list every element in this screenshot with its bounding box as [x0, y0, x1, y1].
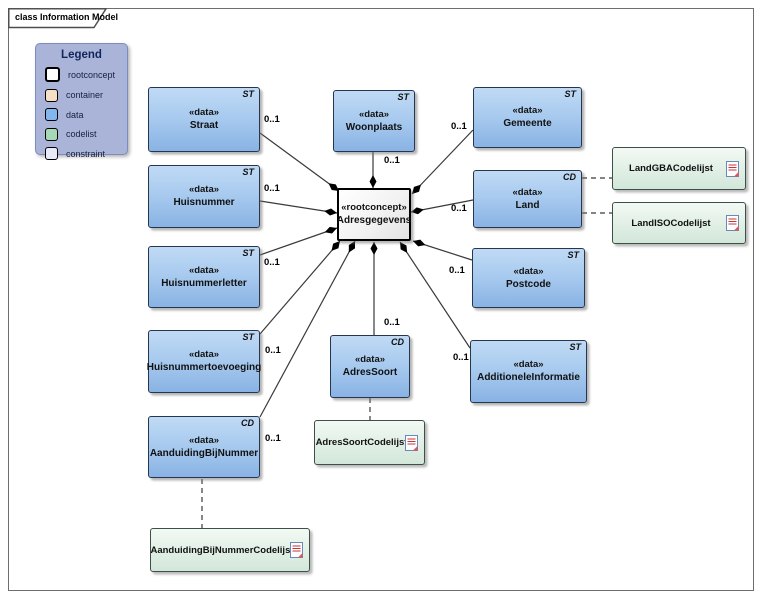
type-tag: CD	[563, 172, 576, 182]
diagram-frame	[8, 8, 754, 591]
node-name: Huisnummertoevoeging	[146, 362, 262, 373]
node-adressoort[interactable]: CD «data» AdresSoort	[330, 335, 410, 398]
node-landgbacodelijst[interactable]: LandGBACodelijst	[612, 147, 746, 190]
stereotype: «data»	[188, 349, 220, 360]
node-aanduidingbijnummercodelijst[interactable]: AanduidingBijNummerCodelijst	[150, 528, 310, 572]
node-name: AdresSoort	[342, 367, 398, 378]
stereotype: «data»	[188, 184, 220, 195]
legend-title: Legend	[61, 49, 102, 61]
rootconcept-swatch	[45, 67, 60, 82]
connector-huisnummertoevoeging	[259, 240, 341, 335]
legend-item-codelist: codelist	[45, 127, 127, 141]
data-swatch	[45, 108, 58, 121]
stereotype: «rootconcept»	[341, 202, 407, 213]
stereotype: «data»	[513, 359, 544, 370]
container-swatch	[45, 88, 58, 102]
node-additioneleinformatie[interactable]: ST «data» AdditioneleInformatie	[470, 340, 587, 403]
legend-item-constraint: constraint	[45, 147, 127, 160]
legend-label: data	[66, 109, 84, 120]
node-name: Straat	[189, 120, 219, 131]
type-tag: ST	[242, 89, 254, 99]
node-postcode[interactable]: ST «data» Postcode	[472, 248, 585, 308]
connector-aanduidingbijnummer	[259, 240, 356, 418]
type-tag: ST	[564, 89, 576, 99]
stereotype: «data»	[188, 434, 220, 446]
type-tag: CD	[391, 337, 404, 347]
multiplicity-huisnummerletter: 0..1	[264, 257, 280, 268]
connector-gemeente	[411, 129, 474, 195]
stereotype: «data»	[358, 108, 390, 120]
legend: Legend rootconcept container data codeli…	[35, 43, 128, 160]
node-adressoortcodelijst[interactable]: AdresSoortCodelijst	[314, 420, 425, 465]
multiplicity-huisnummertoevoeging: 0..1	[265, 345, 281, 356]
legend-label: codelist	[66, 129, 97, 139]
node-gemeente[interactable]: ST «data» Gemeente	[473, 87, 582, 148]
frame-tab	[8, 8, 108, 29]
legend-item-rootconcept: rootconcept	[45, 67, 127, 82]
multiplicity-postcode: 0..1	[449, 265, 465, 276]
document-icon	[290, 542, 303, 558]
multiplicity-land: 0..1	[451, 203, 467, 214]
connector-additioneleinformatie	[399, 241, 471, 349]
codelist-name: AdresSoortCodelijst	[315, 437, 408, 448]
node-name: AdditioneleInformatie	[477, 372, 580, 383]
node-name: Woonplaats	[345, 121, 403, 133]
legend-label: constraint	[66, 148, 106, 159]
multiplicity-huisnummer: 0..1	[264, 183, 280, 194]
codelist-name: LandISOCodelijst	[631, 217, 711, 229]
document-icon	[405, 434, 418, 451]
type-tag: CD	[241, 418, 254, 428]
stereotype: «data»	[513, 265, 544, 277]
legend-item-data: data	[45, 108, 127, 121]
node-name: Land	[515, 199, 540, 211]
type-tag: ST	[567, 250, 579, 260]
connector-land	[410, 199, 474, 215]
frame-title: class Information Model	[15, 12, 119, 22]
type-tag: ST	[242, 248, 254, 258]
multiplicity-additioneleinformatie: 0..1	[453, 352, 469, 363]
node-name: Gemeente	[503, 118, 552, 129]
codelist-name: LandGBACodelijst	[629, 163, 713, 174]
document-icon	[726, 160, 739, 177]
multiplicity-straat: 0..1	[264, 114, 280, 125]
node-land[interactable]: CD «data» Land	[473, 170, 582, 228]
type-tag: ST	[242, 167, 254, 177]
codelist-swatch	[45, 127, 58, 141]
stereotype: «data»	[188, 107, 220, 118]
stereotype: «data»	[512, 105, 543, 116]
node-name: Adresgegevens	[336, 215, 412, 226]
legend-item-container: container	[45, 88, 127, 102]
node-huisnummertoevoeging[interactable]: ST «data» Huisnummertoevoeging	[147, 330, 261, 393]
node-name: AanduidingBijNummer	[149, 447, 259, 459]
codelist-name: AanduidingBijNummerCodelijst	[150, 544, 294, 556]
node-aanduidingbijnummer[interactable]: CD «data» AanduidingBijNummer	[148, 416, 260, 478]
node-adresgegevens-rootconcept[interactable]: «rootconcept» Adresgegevens	[337, 188, 411, 241]
connector-huisnummer	[259, 200, 338, 216]
node-name: Huisnummerletter	[161, 277, 247, 289]
multiplicity-aanduidingbijnummer: 0..1	[265, 433, 281, 444]
node-huisnummerletter[interactable]: ST «data» Huisnummerletter	[148, 246, 260, 308]
connector-postcode	[412, 239, 473, 261]
node-name: Postcode	[505, 278, 551, 290]
stereotype: «data»	[188, 264, 220, 276]
node-landisocodelijst[interactable]: LandISOCodelijst	[612, 202, 746, 244]
multiplicity-gemeente: 0..1	[451, 121, 467, 132]
constraint-swatch	[45, 147, 58, 160]
legend-label: rootconcept	[68, 69, 116, 80]
multiplicity-adressoort: 0..1	[384, 317, 400, 328]
node-straat[interactable]: ST «data» Straat	[148, 87, 260, 152]
node-woonplaats[interactable]: ST «data» Woonplaats	[333, 90, 415, 152]
type-tag: ST	[242, 332, 254, 342]
type-tag: ST	[569, 342, 581, 352]
node-huisnummer[interactable]: ST «data» Huisnummer	[148, 165, 260, 228]
legend-label: container	[66, 90, 104, 100]
connector-straat	[259, 132, 340, 192]
stereotype: «data»	[354, 354, 386, 365]
stereotype: «data»	[512, 186, 543, 198]
connector-huisnummerletter	[259, 226, 338, 256]
node-name: Huisnummer	[173, 197, 235, 208]
multiplicity-woonplaats: 0..1	[384, 155, 400, 166]
type-tag: ST	[397, 92, 409, 102]
document-icon	[726, 215, 739, 231]
